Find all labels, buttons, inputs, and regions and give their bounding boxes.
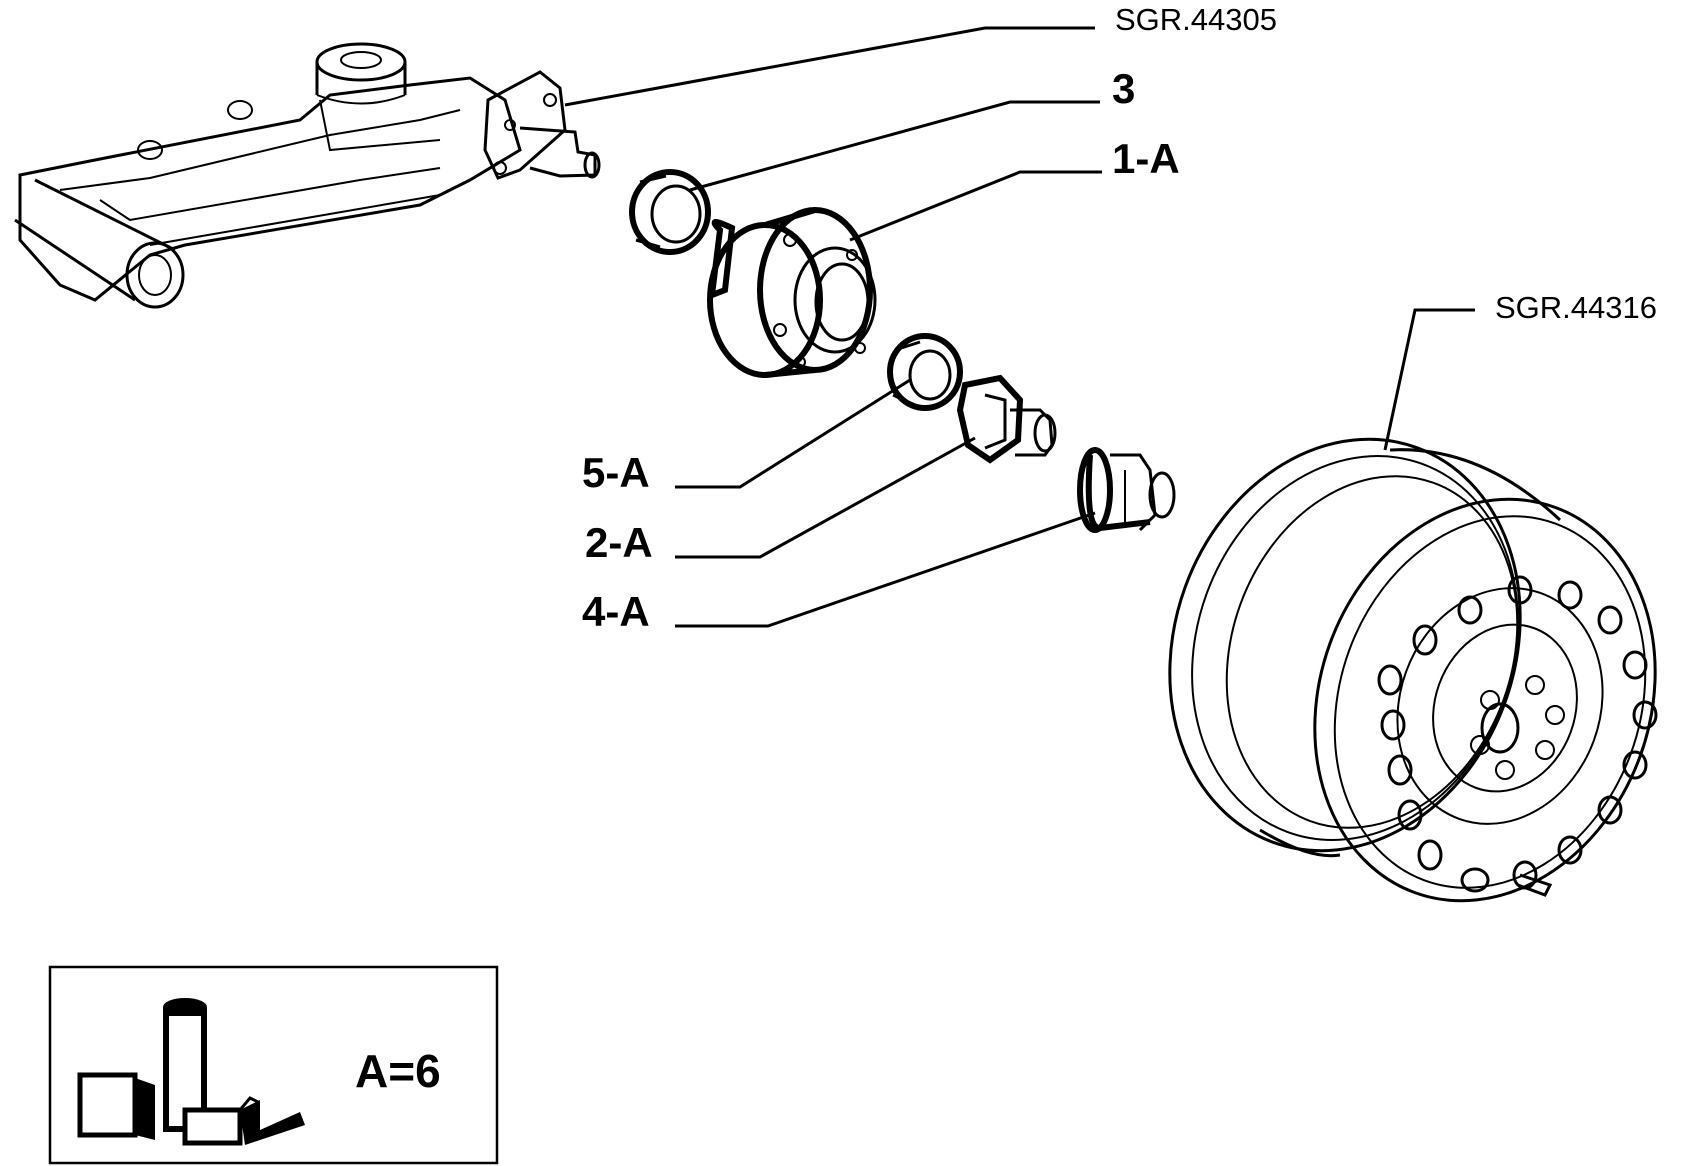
fiat-parts-boxes-icon: [77, 998, 305, 1146]
part-label-4a: 4-A: [582, 588, 650, 635]
quantity-legend-box: A=6: [48, 965, 499, 1165]
wheel-hub-drawing: [707, 207, 877, 378]
rear-trailing-arm-drawing: [14, 42, 601, 309]
hub-cap-drawing: [1077, 447, 1176, 533]
part-label-2a: 2-A: [585, 519, 653, 566]
ref-label-wheel: SGR.44316: [1495, 290, 1657, 325]
steel-wheel-rim-drawing: [1168, 437, 1658, 903]
seal-ring-drawing: [629, 169, 711, 255]
quantity-label: A=6: [355, 1045, 441, 1097]
hub-nut-drawing: [956, 374, 1057, 464]
part-label-1a: 1-A: [1112, 135, 1180, 182]
ref-label-top: SGR.44305: [1115, 2, 1277, 37]
leader-lines: [564, 26, 1475, 628]
part-label-3: 3: [1112, 65, 1135, 112]
bearing-ring-drawing: [887, 333, 963, 411]
part-label-5a: 5-A: [582, 449, 650, 496]
